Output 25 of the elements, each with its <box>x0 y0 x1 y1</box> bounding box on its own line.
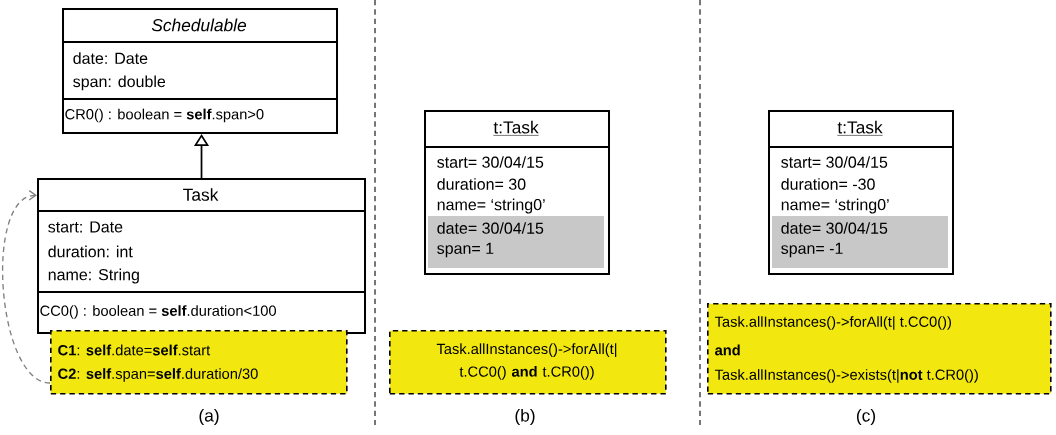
dependency-arrow <box>2 190 51 384</box>
constraint-note: Task.allInstances()->forAll(t| t.CC0()) and Task.allInstances()->exists(t|not t.CR0()) <box>707 303 1052 395</box>
attribute-text: name: String <box>48 268 139 284</box>
object-name: t:Task <box>837 120 883 136</box>
attribute-text: date: Date <box>73 52 148 64</box>
attribute-text: date= 30/04/15 <box>437 222 544 234</box>
attribute-text: duration= -30 <box>781 178 875 190</box>
object-name: t:Task <box>493 120 539 136</box>
attribute-text: span: double <box>73 75 166 91</box>
attribute-text: start= 30/04/15 <box>437 156 544 168</box>
constraint-note: Task.allInstances()->forAll(t| t.CC0() and t.CR0()) <box>389 330 667 395</box>
attribute-text: date= 30/04/15 <box>781 222 888 234</box>
attribute-text: name= ‘string0’ <box>437 198 545 214</box>
attribute-text: span= -1 <box>781 242 843 258</box>
attribute-text: duration: int <box>48 245 133 258</box>
attribute-text: duration= 30 <box>437 178 526 190</box>
operation-text: CR0() : boolean = self.span>0 <box>65 108 264 123</box>
operation-text: CC0() : boolean = self.duration<100 <box>40 305 276 319</box>
constraint-note: C1: self.date=self.start C2: self.span=self.duration/30 <box>50 330 348 395</box>
class-name: Task <box>183 188 219 201</box>
attribute-text: start= 30/04/15 <box>781 156 888 168</box>
attribute-text: start: Date <box>48 221 123 233</box>
class-name: Schedulable <box>151 18 247 32</box>
attribute-text: name= ‘string0’ <box>781 198 889 214</box>
attribute-text: span= 1 <box>437 242 494 258</box>
